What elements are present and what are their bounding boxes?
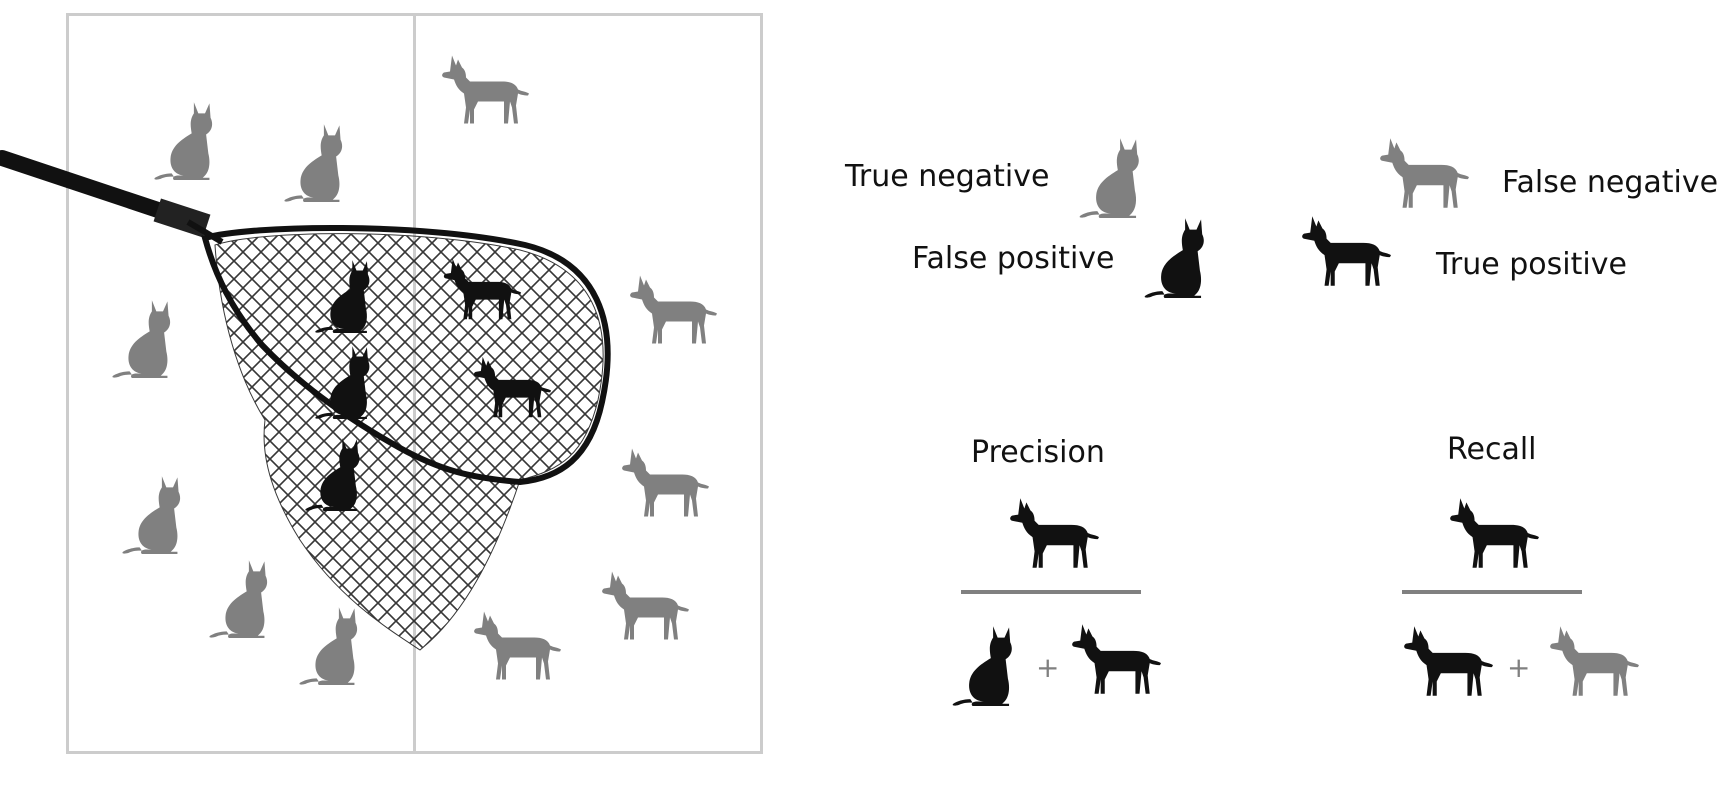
net-rim xyxy=(201,224,611,486)
dog-icon xyxy=(630,275,717,344)
true-positive-dog-icon xyxy=(1302,216,1391,286)
false-positive-cat-icon xyxy=(1144,218,1204,298)
cat-icon xyxy=(154,102,213,180)
dog-icon xyxy=(622,448,709,517)
false-negative-dog-icon xyxy=(1380,138,1469,208)
cat-icon xyxy=(299,607,358,685)
precision-numerator-dog-icon xyxy=(1010,498,1099,568)
recall-numerator-dog-icon xyxy=(1450,498,1539,568)
cat-icon xyxy=(122,476,181,554)
precision-denominator-cat-icon xyxy=(952,626,1012,706)
recall-denominator-dog-icon xyxy=(1404,626,1493,696)
net-handle xyxy=(0,150,172,220)
dog-icon xyxy=(474,611,561,680)
cat-icon xyxy=(112,300,171,378)
net-rim-joint xyxy=(186,219,224,245)
precision-title: Precision xyxy=(971,435,1105,470)
true-negative-label: True negative xyxy=(845,159,1050,194)
net-mesh xyxy=(214,233,604,651)
false-positive-label: False positive xyxy=(912,241,1115,276)
precision-fraction-bar xyxy=(961,590,1141,594)
recall-fraction-bar xyxy=(1402,590,1582,594)
cat-icon xyxy=(284,124,343,202)
precision-plus-sign: + xyxy=(1036,651,1060,684)
precision-denominator-dog-icon xyxy=(1072,624,1161,694)
true-positive-label: True positive xyxy=(1436,247,1627,282)
false-negative-label: False negative xyxy=(1502,165,1719,200)
true-negative-cat-icon xyxy=(1079,138,1139,218)
dog-icon xyxy=(602,571,689,640)
recall-plus-sign: + xyxy=(1507,651,1531,684)
recall-denominator-grey-dog-icon xyxy=(1550,626,1639,696)
cat-icon xyxy=(209,560,268,638)
dog-icon xyxy=(442,55,529,124)
recall-title: Recall xyxy=(1447,432,1537,467)
